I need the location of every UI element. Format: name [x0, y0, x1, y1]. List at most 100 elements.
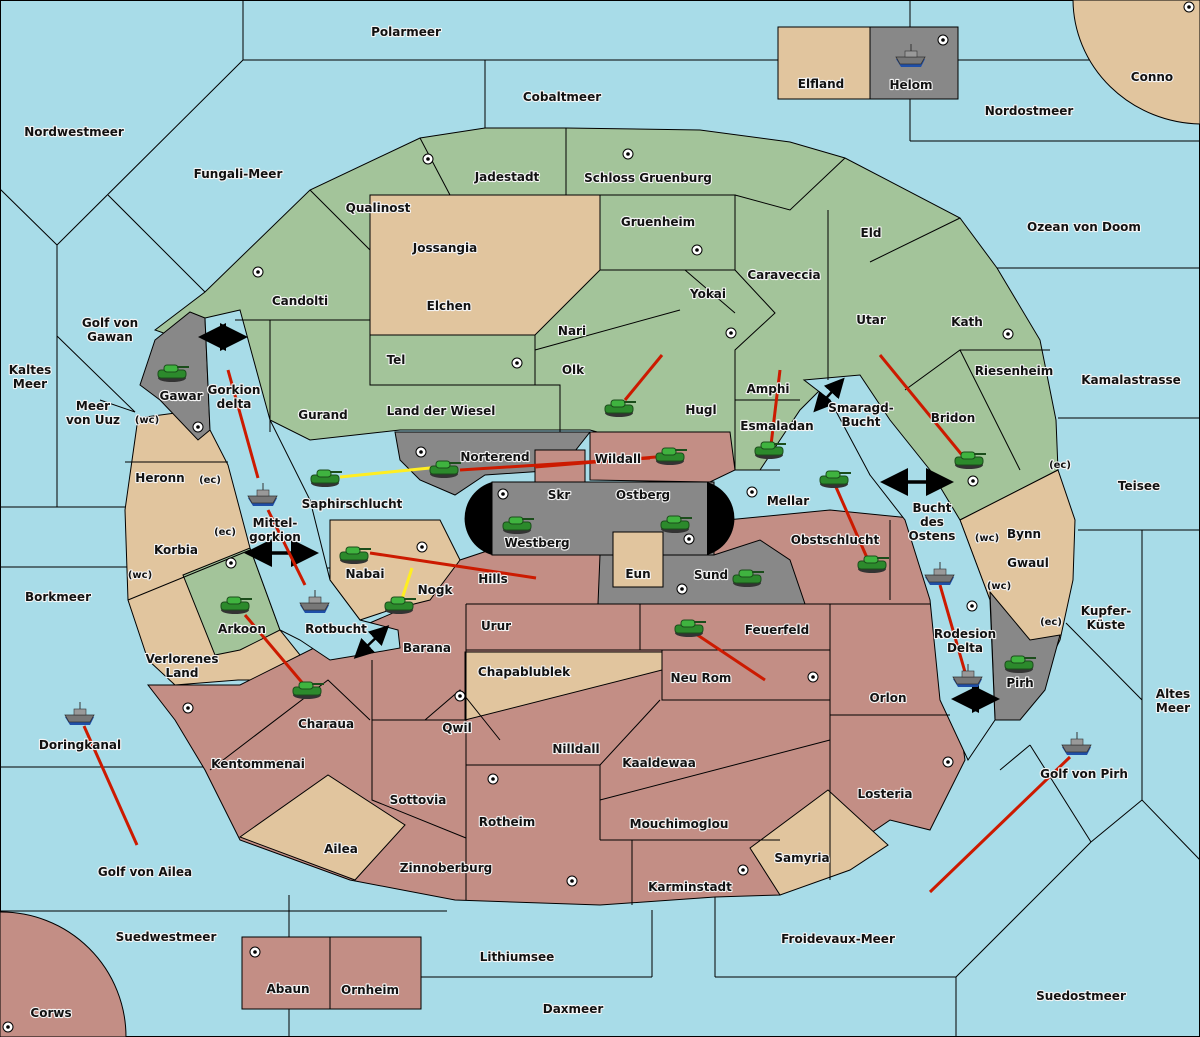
label-uuz-2: von Uuz	[66, 413, 120, 427]
label-gawar: Gawar	[159, 389, 202, 403]
label-uuz: Meer	[76, 399, 110, 413]
label-bucht-3: Ostens	[909, 529, 956, 543]
coast-korbia-wc: (wc)	[128, 570, 152, 581]
label-borkmeer: Borkmeer	[25, 590, 91, 604]
label-caraveccia: Caraveccia	[747, 268, 820, 282]
label-rodesion-2: Delta	[947, 641, 983, 655]
coast-korbia-ec: (ec)	[214, 527, 236, 538]
label-polarmeer: Polarmeer	[371, 25, 441, 39]
label-corws: Corws	[30, 1006, 71, 1020]
orders	[82, 354, 1072, 894]
label-nogk: Nogk	[418, 583, 454, 597]
coast-gwaul-ec: (ec)	[1040, 617, 1062, 628]
label-heronn: Heronn	[135, 471, 184, 485]
label-ornheim: Ornheim	[341, 983, 399, 997]
label-eun: Eun	[625, 567, 650, 581]
tunnel-west	[464, 482, 492, 555]
label-ozean: Ozean von Doom	[1027, 220, 1141, 234]
label-suedostmeer: Suedostmeer	[1036, 989, 1126, 1003]
label-olk: Olk	[562, 363, 585, 377]
coast-heronn-ec: (ec)	[199, 475, 221, 486]
label-qwil: Qwil	[442, 721, 472, 735]
province-corws	[0, 911, 127, 1037]
tunnel-east	[707, 482, 735, 555]
label-obstschlucht: Obstschlucht	[791, 533, 880, 547]
label-golf-ailea: Golf von Ailea	[98, 865, 192, 879]
province-norterend	[394, 431, 592, 496]
convoy-arrows	[198, 323, 1000, 713]
label-yokai: Yokai	[689, 287, 726, 301]
label-land-der-wiesel: Land der Wiesel	[387, 404, 496, 418]
label-gorkion: Gorkion	[208, 383, 261, 397]
label-wildall: Wildall	[595, 452, 641, 466]
province-ailea	[238, 774, 406, 881]
coast-gwaul-wc: (wc)	[987, 581, 1011, 592]
label-rotbucht: Rotbucht	[305, 622, 367, 636]
label-mittel: Mittel-	[253, 516, 298, 530]
label-korbia: Korbia	[154, 543, 198, 557]
label-chapablublek: Chapablublek	[478, 665, 571, 679]
label-amphi: Amphi	[746, 382, 789, 396]
label-sottovia: Sottovia	[390, 793, 447, 807]
label-barana: Barana	[403, 641, 451, 655]
label-gorkion-2: delta	[217, 397, 252, 411]
label-arkoon: Arkoon	[218, 622, 266, 636]
label-gurand: Gurand	[298, 408, 348, 422]
province-samyria	[749, 789, 889, 896]
label-doringkanal: Doringkanal	[39, 738, 121, 752]
label-elfland: Elfland	[798, 77, 844, 91]
label-jadestadt: Jadestadt	[474, 170, 540, 184]
coast-bynn-ec: (ec)	[1049, 460, 1071, 471]
label-bridon: Bridon	[931, 411, 976, 425]
label-gawan-2: Gawan	[87, 330, 133, 344]
label-altes: Altes	[1156, 687, 1190, 701]
label-nari: Nari	[558, 324, 586, 338]
label-nabai: Nabai	[346, 567, 385, 581]
label-nordostmeer: Nordostmeer	[985, 104, 1074, 118]
label-helom: Helom	[889, 78, 932, 92]
label-sund: Sund	[694, 568, 728, 582]
label-abaun: Abaun	[266, 982, 309, 996]
label-hills: Hills	[478, 572, 508, 586]
label-elchen: Elchen	[427, 299, 472, 313]
label-charaua: Charaua	[298, 717, 354, 731]
label-mittel-2: gorkion	[249, 530, 301, 544]
label-gawan: Golf von	[82, 316, 138, 330]
label-rotheim: Rotheim	[479, 815, 536, 829]
label-gwaul: Gwaul	[1007, 556, 1049, 570]
label-norterend: Norterend	[460, 450, 529, 464]
label-kupfer: Kupfer-	[1081, 604, 1131, 618]
label-kath: Kath	[951, 315, 983, 329]
label-orlon: Orlon	[869, 691, 906, 705]
label-feuerfeld: Feuerfeld	[745, 623, 810, 637]
coast-heronn-wc: (wc)	[135, 415, 159, 426]
label-karminstadt: Karminstadt	[648, 880, 732, 894]
labels: Polarmeer Cobaltmeer Nordwestmeer Fungal…	[8, 24, 1192, 1021]
label-teisee: Teisee	[1118, 479, 1160, 493]
province-elfland	[777, 26, 871, 100]
label-westberg: Westberg	[504, 536, 569, 550]
label-bynn: Bynn	[1007, 527, 1041, 541]
label-verlorenes-2: Land	[166, 666, 199, 680]
label-tel: Tel	[387, 353, 406, 367]
label-verlorenes: Verlorenes	[146, 652, 219, 666]
label-samyria: Samyria	[774, 851, 829, 865]
label-altes-2: Meer	[1156, 701, 1190, 715]
label-rodesion: Rodesion	[934, 627, 996, 641]
province-gruenheim	[599, 194, 736, 271]
label-pirh: Pirh	[1006, 676, 1033, 690]
label-mouchimoglou: Mouchimoglou	[630, 817, 729, 831]
label-jossangia: Jossangia	[412, 241, 477, 255]
label-ostberg: Ostberg	[616, 488, 670, 502]
label-fungali: Fungali-Meer	[194, 167, 283, 181]
province-eun	[612, 531, 664, 588]
label-bucht: Bucht	[912, 501, 951, 515]
label-hugl: Hugl	[685, 403, 716, 417]
label-kaltes-2: Meer	[13, 377, 47, 391]
label-schloss: Schloss Gruenburg	[584, 171, 712, 185]
label-riesenheim: Riesenheim	[975, 364, 1054, 378]
label-esmaladan: Esmaladan	[740, 419, 813, 433]
label-eld: Eld	[861, 226, 882, 240]
label-urur: Urur	[481, 619, 511, 633]
label-saphirschlucht: Saphirschlucht	[302, 497, 403, 511]
